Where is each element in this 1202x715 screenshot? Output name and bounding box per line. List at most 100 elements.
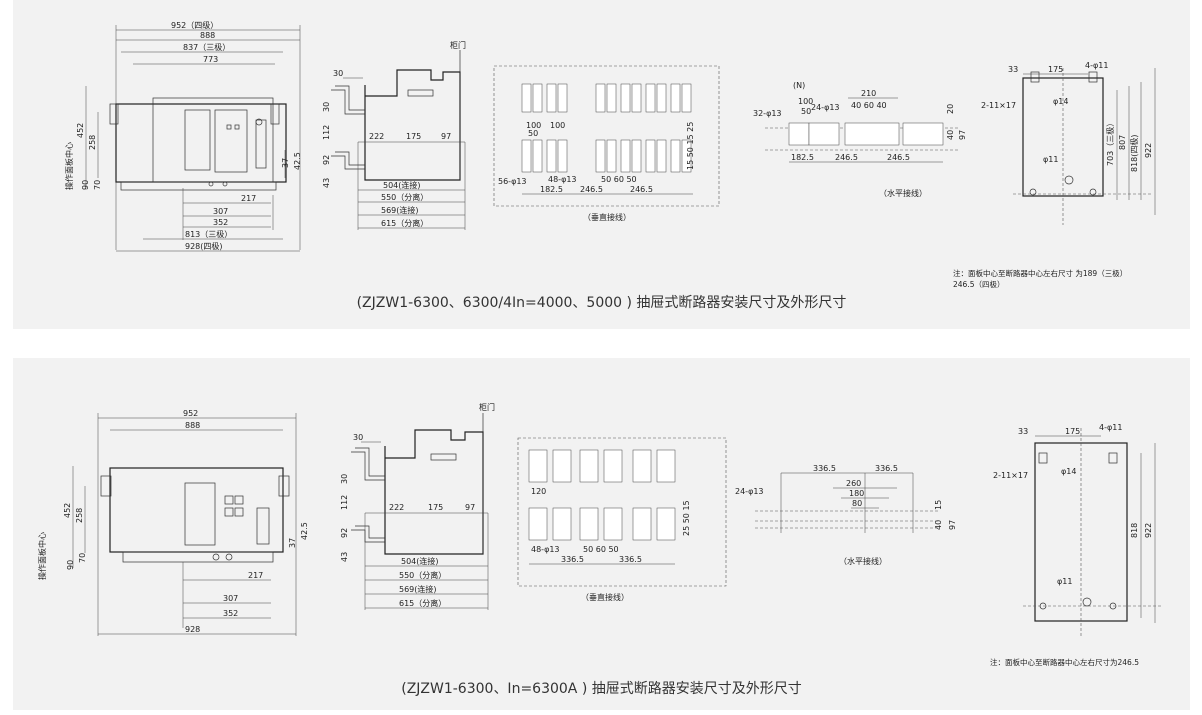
dim-922: 922 — [1144, 143, 1153, 158]
dim-112: 112 — [322, 125, 331, 140]
dim-43: 43 — [322, 178, 331, 188]
dim-42-5: 42.5 — [300, 522, 309, 540]
dim-222: 222 — [369, 132, 384, 141]
front-view: 952 888 217 307 352 928 452 258 操作面板中心 9… — [37, 409, 309, 636]
dim-70: 70 — [93, 180, 102, 190]
hole-24-phi13: 24-φ13 — [811, 103, 840, 112]
dim-352: 352 — [213, 218, 228, 227]
dim-615: 615（分离） — [399, 598, 446, 608]
hole-phi11: φ11 — [1043, 155, 1058, 164]
dim-550: 550（分离） — [399, 570, 446, 580]
vertical-wiring-label: （垂直接线） — [583, 212, 631, 222]
dim-43: 43 — [340, 552, 349, 562]
dim-336-5a: 336.5 — [561, 555, 584, 564]
dim-97: 97 — [465, 503, 475, 512]
neutral-label: (N) — [793, 81, 805, 90]
dim-15: 15 — [934, 500, 943, 510]
dim-175: 175 — [1048, 65, 1063, 74]
note: 注：面板中心至断路器中心左右尺寸为246.5 — [990, 658, 1139, 667]
dim-112: 112 — [340, 495, 349, 510]
dim-222: 222 — [389, 503, 404, 512]
dim-504: 504(连接) — [401, 556, 439, 566]
dim-70: 70 — [78, 553, 87, 563]
cabinet-door-label: 柜门 — [450, 40, 466, 50]
dim-40: 40 — [946, 130, 955, 140]
dim-97: 97 — [958, 130, 967, 140]
dim-50-60-50: 50 60 50 — [583, 545, 619, 554]
mounting-plate-view: 33 175 4-φ11 2-11×17 φ14 φ11 703（三极） 807… — [981, 61, 1156, 225]
side-view: 柜门 30 30 112 92 43 222 175 97 504(连接) 55… — [340, 402, 495, 610]
dimension-drawings: 952 888 217 307 352 928 452 258 操作面板中心 9… — [37, 402, 1163, 638]
hole-48-phi13: 48-φ13 — [531, 545, 560, 554]
horizontal-wiring-view: 336.5 336.5 260 180 80 24-φ13 15 40 97 （… — [735, 464, 957, 566]
dim-90: 90 — [81, 180, 90, 190]
dim-452: 452 — [63, 503, 72, 518]
dim-80: 80 — [852, 499, 862, 508]
dim-258: 258 — [75, 508, 84, 523]
drawing-panel-4000-5000: 952（四级） 888 837（三极） 773 217 307 352 813（… — [13, 0, 1190, 329]
horizontal-wiring-label: （水平接线） — [839, 556, 887, 566]
dim-569: 569(连接) — [381, 205, 419, 215]
note-line-2: 246.5（四极） — [953, 280, 1005, 289]
dim-217: 217 — [241, 194, 256, 203]
busbar-top-row — [528, 449, 676, 483]
dim-210: 210 — [861, 89, 876, 98]
dim-90: 90 — [66, 560, 75, 570]
hole-4-phi11: 4-φ11 — [1099, 423, 1122, 432]
dim-246-5a: 246.5 — [580, 185, 603, 194]
panel-caption: (ZJZW1-6300、In=6300A ) 抽屉式断路器安装尺寸及外形尺寸 — [401, 681, 802, 697]
cabinet-door-label: 柜门 — [479, 402, 495, 412]
slot-2-11x17: 2-11×17 — [993, 471, 1028, 480]
dim-92: 92 — [322, 155, 331, 165]
mounting-plate-view: 33 175 4-φ11 2-11×17 φ14 φ11 818 922 — [993, 423, 1163, 638]
panel-caption: (ZJZW1-6300、6300/4In=4000、5000 ) 抽屉式断路器安… — [356, 295, 847, 311]
dim-818: 818(四极) — [1129, 134, 1139, 172]
dim-260: 260 — [846, 479, 861, 488]
dim-837: 837（三极） — [183, 42, 230, 52]
busbar-bottom-row — [521, 139, 692, 173]
dim-246-5b: 246.5 — [887, 153, 910, 162]
hole-phi11: φ11 — [1057, 577, 1072, 586]
dim-246-5a: 246.5 — [835, 153, 858, 162]
dim-352: 352 — [223, 609, 238, 618]
operation-panel-center-label: 操作面板中心 — [37, 532, 47, 580]
busbar-top-row — [521, 83, 692, 113]
dim-928: 928(四极) — [185, 241, 223, 251]
dim-small-stack: 15 50 15 25 — [686, 122, 695, 170]
dim-569: 569(连接) — [399, 584, 437, 594]
dimension-drawings: 952（四级） 888 837（三极） 773 217 307 352 813（… — [64, 20, 1156, 252]
dim-30a: 30 — [353, 433, 363, 442]
busbar-bottom-row — [528, 507, 676, 541]
dim-818: 818 — [1130, 523, 1139, 538]
dim-550: 550（分离） — [381, 192, 428, 202]
dim-258: 258 — [88, 135, 97, 150]
operation-panel-center-label: 操作面板中心 — [64, 142, 74, 190]
dim-246-5b: 246.5 — [630, 185, 653, 194]
dim-175: 175 — [428, 503, 443, 512]
drawing-panel-6300: 952 888 217 307 352 928 452 258 操作面板中心 9… — [13, 358, 1190, 710]
dim-50-60-50: 50 60 50 — [601, 175, 637, 184]
hole-4-phi11: 4-φ11 — [1085, 61, 1108, 70]
dim-180: 180 — [849, 489, 864, 498]
dim-307: 307 — [213, 207, 228, 216]
dim-773: 773 — [203, 55, 218, 64]
dim-182-5: 182.5 — [791, 153, 814, 162]
dim-703: 703（三极） — [1105, 119, 1115, 166]
dim-120: 120 — [531, 487, 546, 496]
hole-32-phi13: 32-φ13 — [753, 109, 782, 118]
dim-336-5b: 336.5 — [619, 555, 642, 564]
dim-40-60-40: 40 60 40 — [851, 101, 887, 110]
dim-615: 615（分离） — [381, 218, 428, 228]
dim-30a: 30 — [333, 69, 343, 78]
dim-217: 217 — [248, 571, 263, 580]
hole-phi14: φ14 — [1053, 97, 1068, 106]
dim-922: 922 — [1144, 523, 1153, 538]
dim-small-stack: 25 50 15 — [682, 500, 691, 536]
dim-97: 97 — [948, 520, 957, 530]
dim-952: 952（四级） — [171, 20, 218, 30]
dim-40: 40 — [934, 520, 943, 530]
dim-30b: 30 — [340, 474, 349, 484]
dim-92: 92 — [340, 528, 349, 538]
hole-48-phi13: 48-φ13 — [548, 175, 577, 184]
horizontal-wiring-view: (N) 100 50 32-φ13 24-φ13 210 40 60 40 20… — [753, 81, 967, 198]
